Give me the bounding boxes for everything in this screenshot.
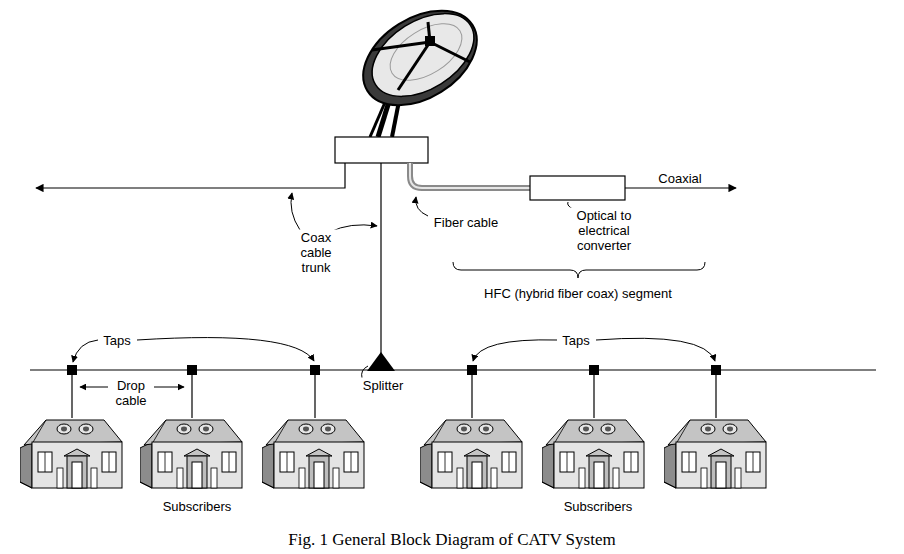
satellite-dish bbox=[370, 100, 386, 137]
part-label: Taps bbox=[101, 333, 132, 348]
tap-symbol bbox=[589, 365, 599, 375]
subscriber-house bbox=[420, 420, 522, 488]
part-label: Coax cable trunk bbox=[292, 230, 340, 275]
fiber-cable-line bbox=[410, 163, 530, 188]
drop-cable-line bbox=[314, 370, 315, 418]
subscriber-house bbox=[20, 420, 122, 488]
leader-line bbox=[473, 340, 557, 361]
subscriber-house bbox=[664, 420, 766, 488]
drop-cable-line bbox=[471, 370, 472, 418]
segment-label: HFC (hybrid fiber coax) segment bbox=[482, 286, 674, 301]
coax-output-line bbox=[625, 187, 736, 188]
satellite-dish bbox=[372, 42, 430, 50]
satellite-dish bbox=[430, 42, 470, 62]
coax-trunk-line bbox=[36, 163, 345, 188]
part-label: Optical to electrical converter bbox=[563, 208, 645, 253]
drop-cable-line bbox=[715, 370, 716, 418]
distribution-line bbox=[30, 369, 876, 370]
part-label: Taps bbox=[560, 333, 591, 348]
bracket bbox=[453, 262, 705, 278]
leader-line bbox=[73, 340, 98, 362]
satellite-dish bbox=[346, 0, 494, 125]
satellite-dish bbox=[357, 0, 488, 114]
satellite-dish bbox=[425, 36, 435, 46]
leader-line bbox=[596, 338, 715, 361]
fiber-cable-line bbox=[410, 163, 530, 188]
leader-line bbox=[73, 338, 715, 362]
splitter-symbol bbox=[367, 352, 395, 371]
tap-symbol bbox=[310, 365, 320, 375]
satellite-dish bbox=[398, 42, 430, 90]
figure-caption: Fig. 1 General Block Diagram of CATV Sys… bbox=[286, 530, 617, 550]
subscriber-house bbox=[140, 420, 242, 488]
drop-cable-line bbox=[72, 370, 716, 418]
group-label: Subscribers bbox=[562, 499, 635, 514]
tap-symbol bbox=[67, 365, 77, 375]
tap-symbol bbox=[467, 365, 477, 375]
part-label: Splitter bbox=[361, 378, 405, 393]
group-label: Subscribers bbox=[161, 499, 234, 514]
part-label: Drop cable bbox=[108, 378, 154, 408]
drop-cable-line bbox=[593, 370, 594, 418]
headend-box bbox=[335, 137, 428, 163]
subscriber-house bbox=[262, 420, 364, 488]
satellite-dish bbox=[346, 0, 494, 137]
tap-symbol bbox=[187, 365, 197, 375]
leader-line bbox=[291, 193, 300, 230]
converter-box bbox=[530, 176, 625, 200]
leader-line bbox=[362, 366, 368, 378]
tap-symbol bbox=[67, 365, 721, 375]
coax-trunk-line bbox=[380, 163, 381, 356]
satellite-dish bbox=[380, 12, 471, 92]
tap-symbol bbox=[711, 365, 721, 375]
drop-cable-line bbox=[191, 370, 192, 418]
drop-cable-line bbox=[71, 370, 72, 418]
leader-line bbox=[416, 197, 428, 216]
leader-line bbox=[137, 338, 314, 361]
fiber-cable-line bbox=[410, 163, 530, 188]
subscriber-house bbox=[542, 420, 644, 488]
subscriber-house bbox=[20, 420, 766, 488]
signal-label: Coaxial bbox=[656, 171, 703, 186]
part-label: Fiber cable bbox=[432, 215, 500, 230]
